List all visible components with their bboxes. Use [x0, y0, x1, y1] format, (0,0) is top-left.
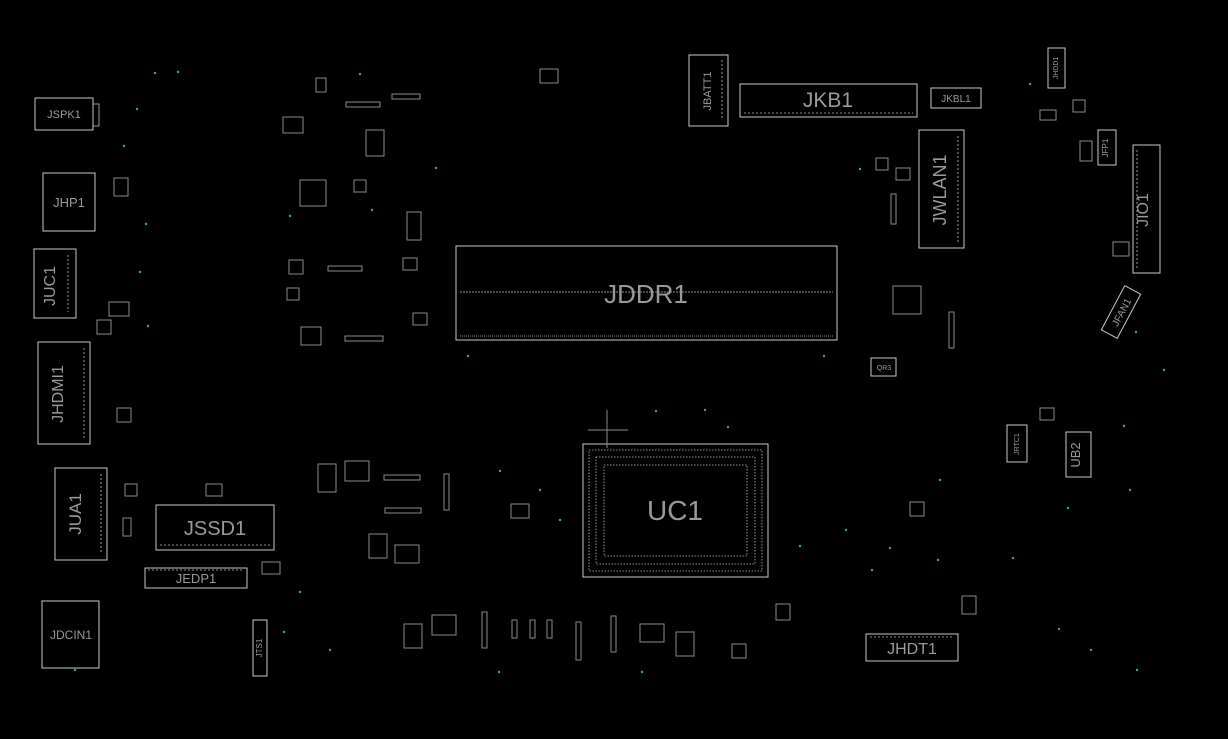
component-qr3[interactable]: QR3 [870, 357, 897, 377]
label-jddr1: JDDR1 [604, 279, 688, 309]
component-jts1[interactable]: JTS1 [252, 619, 268, 677]
component-jkb1[interactable]: JKB1 [739, 83, 918, 118]
component-jrtc1[interactable]: JRTC1 [1006, 424, 1028, 463]
label-qr3: QR3 [877, 365, 892, 372]
label-jrtc1: JRTC1 [1014, 433, 1021, 455]
component-jfp1[interactable]: JFP1 [1097, 129, 1117, 166]
component-jbatt1[interactable]: JBATT1 [688, 54, 729, 127]
component-jdcin1[interactable]: JDCIN1 [41, 600, 100, 669]
component-jio1[interactable]: JIO1 [1132, 144, 1161, 274]
component-jddr1[interactable]: JDDR1 [455, 245, 838, 341]
label-jkbl1: JKBL1 [941, 94, 971, 105]
component-jhdt1[interactable]: JHDT1 [865, 633, 959, 662]
label-jkb1: JKB1 [803, 89, 853, 112]
label-jio1: JIO1 [1135, 193, 1152, 227]
component-jfan1[interactable]: JFAN1 [1100, 285, 1142, 339]
component-jhdd1[interactable]: JHDD1 [1047, 47, 1066, 89]
component-jwlan1[interactable]: JWLAN1 [918, 129, 965, 249]
label-jhdt1: JHDT1 [887, 641, 937, 658]
component-juc1[interactable]: JUC1 [33, 248, 77, 319]
component-jua1[interactable]: JUA1 [54, 467, 108, 561]
label-jssd1: JSSD1 [184, 518, 246, 540]
label-jua1: JUA1 [66, 493, 85, 535]
component-jhp1[interactable]: JHP1 [42, 172, 96, 232]
small-parts-layer [96, 68, 1130, 661]
component-jspk1[interactable]: JSPK1 [34, 97, 100, 131]
label-uc1: UC1 [647, 495, 703, 526]
label-jdcin1: JDCIN1 [50, 628, 92, 642]
component-jkbl1[interactable]: JKBL1 [930, 87, 982, 109]
label-jhdd1: JHDD1 [1053, 57, 1060, 80]
label-juc1: JUC1 [42, 266, 59, 306]
label-jts1: JTS1 [255, 638, 264, 657]
component-jhdmi1[interactable]: JHDMI1 [37, 341, 91, 445]
label-jspk1: JSPK1 [47, 109, 81, 121]
component-uc1[interactable]: UC1 [582, 410, 769, 578]
label-jhdmi1: JHDMI1 [50, 365, 67, 423]
component-jedp1[interactable]: JEDP1 [144, 567, 248, 589]
label-jbatt1: JBATT1 [702, 72, 714, 111]
label-jfp1: JFP1 [1101, 138, 1110, 157]
label-jhp1: JHP1 [53, 195, 85, 210]
label-jwlan1: JWLAN1 [930, 154, 950, 225]
component-ub2[interactable]: UB2 [1065, 431, 1092, 478]
label-jedp1: JEDP1 [176, 571, 216, 586]
component-jssd1[interactable]: JSSD1 [155, 504, 275, 551]
via-dots-layer [73, 70, 1166, 674]
label-ub2: UB2 [1068, 442, 1083, 467]
